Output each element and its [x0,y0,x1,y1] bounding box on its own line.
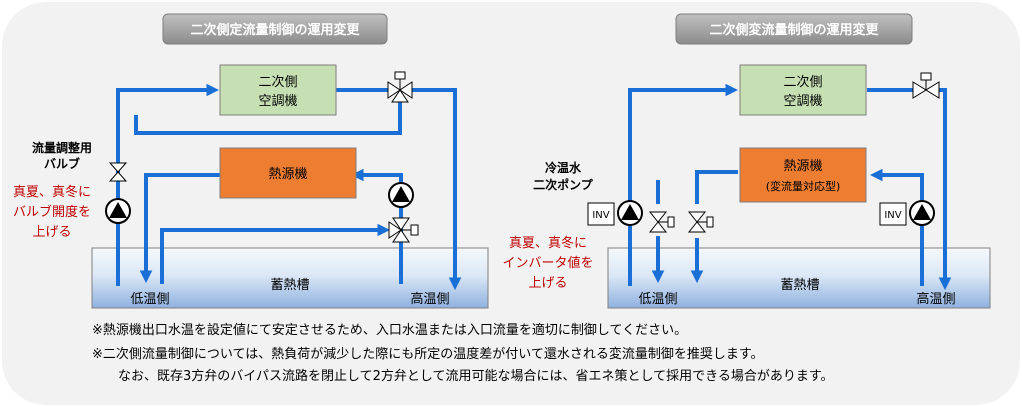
left-valve-label-line1: 流量調整用 [32,140,92,155]
left-three-way-valve-icon [387,71,413,103]
right-heat-source [739,147,867,203]
note-1: ※熱源機出口水温を設定値にて安定させるため、入口水温または入口流量を適切に制御し… [92,322,687,338]
left-valve-label-line2: バルブ [44,156,80,171]
left-high-temp-label: 高温側 [410,291,449,307]
right-pump-label-line1: 冷温水 [545,160,582,175]
right-inv-left-box [587,202,615,226]
right-two-way-valve-icon [912,72,940,99]
right-valve-b-icon [687,211,714,233]
left-lower-three-way-valve-icon [388,217,419,243]
right-heat-source-line2: (変流量対応型) [766,179,841,193]
left-low-temp-label: 低温側 [130,292,169,307]
right-secondary-pump-icon [617,200,643,226]
left-diagram: 二次側定流量制御の運用変更 蓄熱槽 低温側 高温側 二次側 空調機 熱源 [13,13,489,309]
right-high-temp-label: 高温側 [916,291,955,307]
right-primary-pump-icon [909,200,935,226]
right-inv-right-box [879,202,907,226]
right-advice-line1: 真夏、真冬に [509,235,587,251]
notes: ※熱源機出口水温を設定値にて安定させるため、入口水温または入口流量を適切に制御し… [92,322,834,384]
right-ac-unit [739,64,867,116]
right-diagram: 二次側変流量制御の運用変更 蓄熱槽 低温側 高温側 二次側 空調機 熱源機 (変… [502,13,991,309]
left-tank-label: 蓄熱槽 [270,278,309,293]
left-advice-line3: 上げる [32,225,71,240]
left-title-box [162,13,388,45]
left-advice-line1: 真夏、真冬に [13,184,91,200]
left-storage-tank [91,247,489,309]
left-title: 二次側定流量制御の運用変更 [190,22,360,38]
right-low-temp-label: 低温側 [638,292,677,307]
left-advice-line2: バルブ開度を [13,204,91,220]
note-2: ※二次側流量制御については、熱負荷が減少した際にも所定の温度差が付いて還水される… [92,346,764,362]
left-heat-source [219,147,357,199]
left-flow-valve-icon [108,162,128,182]
right-heat-source-line1: 熱源機 [783,159,822,174]
right-ac-unit-line1: 二次側 [783,74,822,90]
right-inv-left-label: INV [592,210,609,221]
right-ac-unit-line2: 空調機 [783,94,822,109]
right-inv-right-label: INV [884,210,901,221]
left-primary-pump-icon [388,182,414,208]
right-advice-line3: 上げる [528,276,567,291]
left-heat-source-label: 熱源機 [268,167,307,182]
left-ac-unit-line2: 空調機 [258,94,297,109]
left-pipes [116,83,462,291]
right-pump-label-line2: 二次ポンプ [533,177,594,192]
right-valve-a-icon [648,211,675,233]
left-ac-unit-line1: 二次側 [258,74,297,90]
note-3: なお、既存3方弁のバイパス流路を閉止して2方弁として流用可能な場合には、省エネ策… [118,368,834,384]
left-secondary-pump-icon [105,198,131,224]
right-tank-label: 蓄熱槽 [780,278,819,293]
right-storage-tank [607,247,991,309]
left-ac-unit [219,64,337,116]
right-advice-line2: インバータ値を [502,255,593,271]
right-title-box [675,13,913,45]
right-title: 二次側変流量制御の運用変更 [709,22,879,38]
